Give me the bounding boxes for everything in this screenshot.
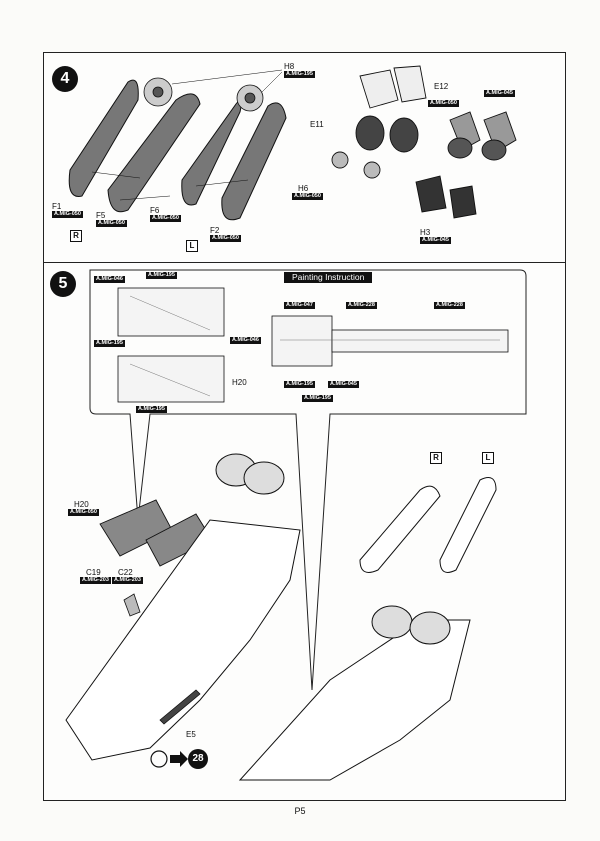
paint-tag-c19: A.MIG-203 — [80, 577, 111, 584]
fuselage-right — [238, 619, 471, 781]
side-marker-right-5: R — [430, 452, 442, 464]
label-f1: F1 — [52, 202, 62, 211]
intake-upper-left — [359, 69, 399, 109]
intake-upper-right — [393, 65, 427, 103]
paint-tag-r2: A.MIG-228 — [346, 302, 377, 309]
step-4-number: 4 — [52, 66, 78, 92]
step-divider — [43, 262, 565, 263]
label-f2: F2 — [210, 226, 220, 235]
panel-r-5 — [359, 485, 441, 573]
panel-l-5 — [439, 477, 497, 573]
side-marker-left-5: L — [482, 452, 494, 464]
panel-f5 — [107, 93, 201, 213]
paint-tag-r5: A.MIG-045 — [328, 381, 359, 388]
paint-tag-f5: A.MIG-050 — [96, 220, 127, 227]
paint-tag-c5: A.MIG-195 — [136, 406, 167, 413]
label-h8: H8 — [284, 62, 295, 71]
step-5-number: 5 — [50, 271, 76, 297]
label-h6: H6 — [298, 184, 309, 193]
label-h20: H20 — [74, 500, 89, 509]
paint-tag-r6: A.MIG-195 — [302, 395, 333, 402]
paint-tag-c4: A.MIG-046 — [230, 337, 261, 344]
paint-tag-r1: A.MIG-047 — [284, 302, 315, 309]
paint-tag-c2: A.MIG-195 — [146, 272, 177, 279]
panel-f1 — [68, 79, 139, 197]
paint-tag-h3: A.MIG-045 — [420, 237, 451, 244]
paint-tag-f1: A.MIG-050 — [52, 211, 83, 218]
label-h3: H3 — [420, 228, 431, 237]
next-step-reference: 28 — [188, 749, 208, 769]
panel-f2 — [221, 102, 287, 221]
paint-tag-h20: A.MIG-050 — [68, 509, 99, 516]
side-marker-left-4: L — [186, 240, 198, 252]
label-e11: E11 — [310, 120, 324, 129]
label-c19: C19 — [86, 568, 101, 577]
paint-tag-c22: A.MIG-203 — [112, 577, 143, 584]
paint-tag-r3: A.MIG-228 — [434, 302, 465, 309]
paint-tag-f6: A.MIG-050 — [150, 215, 181, 222]
label-f5: F5 — [96, 211, 106, 220]
painting-instruction-heading: Painting Instruction — [284, 272, 373, 283]
paint-tag-c1: A.MIG-046 — [94, 276, 125, 283]
paint-tag-h8: A.MIG-195 — [284, 71, 315, 78]
paint-tag-r4: A.MIG-195 — [284, 381, 315, 388]
page-number: P5 — [294, 806, 306, 816]
paint-tag-c3: A.MIG-195 — [94, 340, 125, 347]
label-e5: E5 — [186, 730, 196, 739]
fuselage-left — [65, 519, 301, 761]
paint-tag-h6: A.MIG-050 — [292, 193, 323, 200]
side-marker-right-4: R — [70, 230, 82, 242]
paint-tag-e12: A.MIG-050 — [428, 100, 459, 107]
paint-tag-exhaust: A.MIG-045 — [484, 90, 515, 97]
label-h20-callout: H20 — [232, 378, 247, 387]
label-e12: E12 — [434, 82, 449, 91]
label-c22: C22 — [118, 568, 133, 577]
paint-tag-f2: A.MIG-050 — [210, 235, 241, 242]
label-f6: F6 — [150, 206, 160, 215]
